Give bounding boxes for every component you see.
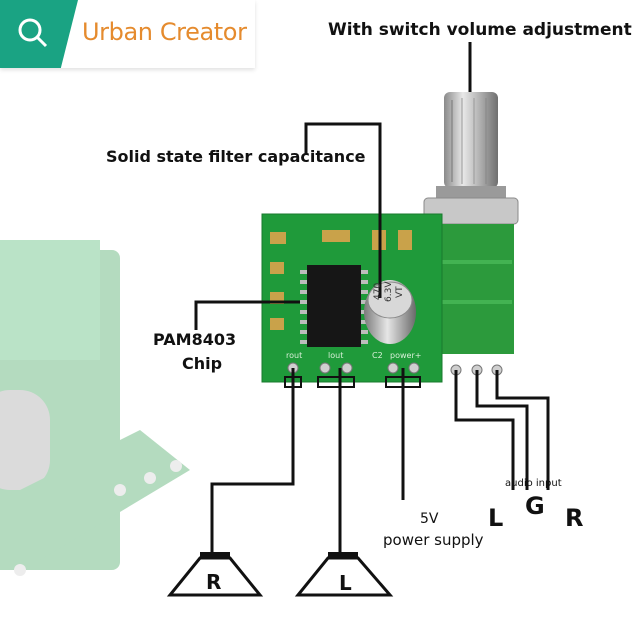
capacitor-label: Solid state filter capacitance	[106, 147, 366, 166]
brand-name: Urban Creator	[82, 18, 247, 46]
speaker-right-label: R	[206, 570, 221, 594]
chip-label-line2: Chip	[182, 354, 222, 373]
speaker-left-label: L	[339, 571, 352, 595]
input-g-label: G	[525, 492, 545, 520]
audio-input-label: audio input	[505, 478, 562, 489]
background-board-faded	[0, 240, 190, 576]
power-label-line2: power supply	[383, 531, 484, 549]
input-l-label: L	[488, 504, 503, 532]
chip-label-line1: PAM8403	[153, 330, 236, 349]
volume-label: With switch volume adjustment	[328, 20, 632, 40]
input-r-label: R	[565, 504, 583, 532]
power-label-line1: 5V	[420, 511, 438, 527]
search-icon-overlay	[0, 0, 60, 68]
